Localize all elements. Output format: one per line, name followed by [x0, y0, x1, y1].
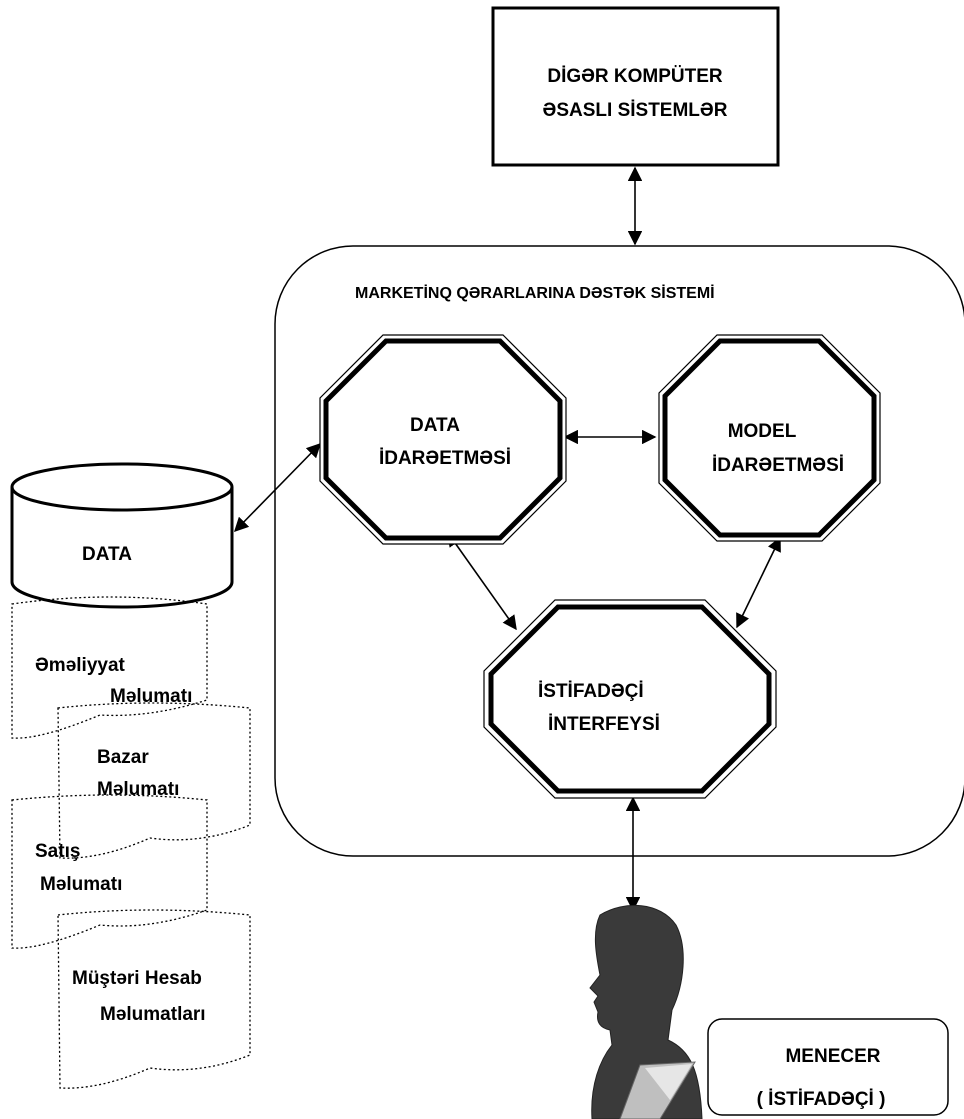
arrow-data-ui	[447, 531, 517, 631]
model-management-line1: MODEL	[728, 421, 797, 442]
data-source-operations-line1: Əməliyyat	[35, 655, 126, 676]
dss-container: MARKETİNQ QƏRARLARINA DƏSTƏK SİSTEMİ	[274, 245, 964, 857]
user-interface-line1: İSTİFADƏÇİ	[538, 681, 644, 702]
data-source-market-line2: Məlumatı	[97, 779, 179, 800]
data-sources	[11, 596, 251, 1089]
manager-line2: ( İSTİFADƏÇİ )	[757, 1089, 886, 1110]
manager-figure-icon	[589, 904, 703, 1119]
user-interface-line2: İNTERFEYSİ	[548, 714, 660, 735]
model-management-line2: İDARƏETMƏSİ	[712, 455, 844, 476]
manager-box: MENECER ( İSTİFADƏÇİ )	[707, 1018, 949, 1116]
data-source-market	[57, 702, 251, 859]
external-systems-line1: DİGƏR KOMPÜTER	[547, 66, 723, 87]
manager-line1: MENECER	[785, 1046, 880, 1067]
data-source-customer-line1: Müştəri Hesab	[72, 968, 202, 989]
data-source-sales-line1: Satış	[35, 841, 80, 862]
external-systems-box: DİGƏR KOMPÜTER ƏSASLI SİSTEMLƏR	[491, 6, 780, 167]
user-interface-octagon: İSTİFADƏÇİ İNTERFEYSİ	[483, 599, 777, 799]
database-cylinder: DATA	[10, 462, 234, 609]
data-management-line2: İDARƏETMƏSİ	[379, 448, 511, 469]
arrow-model-ui	[736, 536, 781, 629]
data-management-line1: DATA	[410, 415, 460, 436]
data-source-customer	[57, 909, 251, 1089]
data-source-sales-line2: Məlumatı	[40, 874, 122, 895]
data-source-labels: Əməliyyat Məlumatı Bazar Məlumatı Satış …	[35, 655, 206, 1025]
connector-arrows	[233, 166, 781, 912]
data-source-operations	[11, 596, 208, 739]
arrow-database-data-mgmt	[233, 442, 322, 533]
database-label: DATA	[82, 544, 132, 565]
data-source-market-line1: Bazar	[97, 747, 149, 768]
data-source-customer-line2: Məlumatları	[100, 1004, 206, 1025]
dss-title: MARKETİNQ QƏRARLARINA DƏSTƏK SİSTEMİ	[355, 284, 715, 302]
data-source-sales	[11, 794, 208, 949]
data-management-octagon: DATA İDARƏETMƏSİ	[319, 334, 567, 545]
model-management-octagon: MODEL İDARƏETMƏSİ	[658, 334, 881, 542]
data-source-operations-line2: Məlumatı	[110, 686, 192, 707]
external-systems-line2: ƏSASLI SİSTEMLƏR	[543, 100, 728, 121]
